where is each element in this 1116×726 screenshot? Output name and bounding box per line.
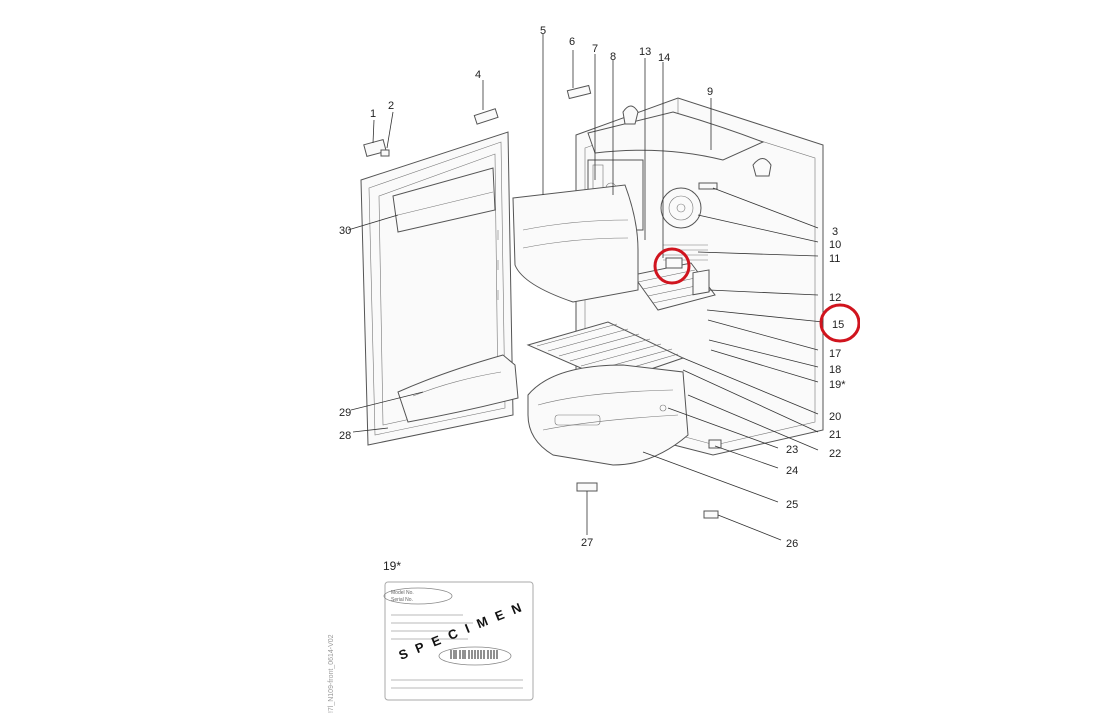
part-label-19: 19* <box>829 379 846 391</box>
model-no-label: Model No. <box>391 590 414 596</box>
rating-plate-heading: 19* <box>383 559 401 573</box>
part-label-13: 13 <box>639 46 651 58</box>
part-label-29: 29 <box>339 407 351 419</box>
part-6-clip <box>566 84 592 100</box>
part-label-30: 30 <box>339 225 351 237</box>
part-label-9: 9 <box>707 86 713 98</box>
part-label-24: 24 <box>786 465 798 477</box>
part-label-4: 4 <box>475 69 481 81</box>
part-label-17: 17 <box>829 348 841 360</box>
leader-lines <box>347 34 824 541</box>
part-label-27: 27 <box>581 537 593 549</box>
part-label-12: 12 <box>829 292 841 304</box>
rating-plate <box>384 581 534 701</box>
part-label-18: 18 <box>829 364 841 376</box>
rating-plate-section: 19* Model No. Serial No. SPECIMEN <box>383 559 534 701</box>
part-label-11: 11 <box>829 253 840 265</box>
highlight-circle-part-14 <box>653 247 691 285</box>
serial-no-label: Serial No. <box>391 597 413 603</box>
part-label-2: 2 <box>388 100 394 112</box>
part-label-6: 6 <box>569 36 575 48</box>
barcode-icon <box>450 650 498 659</box>
part-label-20: 20 <box>829 411 841 423</box>
part-26-foot <box>703 510 719 519</box>
part-label-23: 23 <box>786 444 798 456</box>
part-27-hinge <box>576 482 598 492</box>
freezer-door <box>512 184 639 303</box>
part-label-5: 5 <box>540 25 546 37</box>
crisper-bin <box>527 364 689 466</box>
part-label-15: 15 <box>832 319 844 331</box>
part-label-8: 8 <box>610 51 616 63</box>
part-label-22: 22 <box>829 448 841 460</box>
part-label-10: 10 <box>829 239 841 251</box>
part-label-14: 14 <box>658 52 670 64</box>
part-label-28: 28 <box>339 430 351 442</box>
part-label-25: 25 <box>786 499 798 511</box>
document-id: !7l_N109-front_0614-V02 <box>328 634 335 715</box>
part-label-3: 3 <box>832 226 838 238</box>
part-label-21: 21 <box>829 429 841 441</box>
part-label-26: 26 <box>786 538 798 550</box>
part-labels: 1 2 3 4 5 6 7 8 9 10 11 12 13 14 15 17 1… <box>339 25 846 550</box>
exploded-view-diagram: 1 2 3 4 5 6 7 8 9 10 11 12 13 14 15 17 1… <box>328 25 860 715</box>
door-assembly <box>360 108 519 446</box>
highlight-circle-part-15 <box>819 303 860 343</box>
diagram-sheet: 1 2 3 4 5 6 7 8 9 10 11 12 13 14 15 17 1… <box>323 20 860 720</box>
part-label-1: 1 <box>370 108 376 120</box>
part-label-7: 7 <box>592 43 598 55</box>
